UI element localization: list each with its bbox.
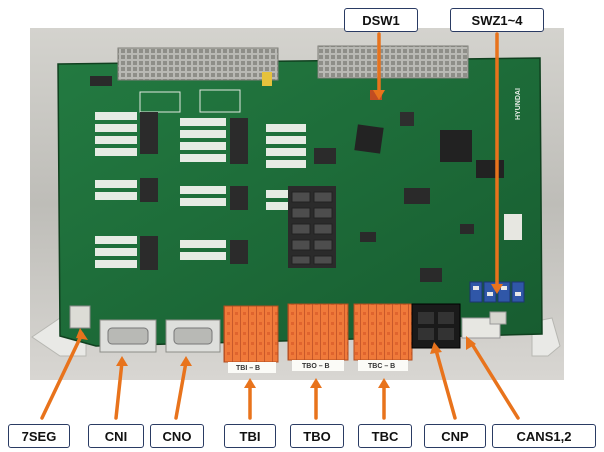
callout-cans1-2: CANS1,2 — [492, 424, 596, 448]
callout-tbi: TBI — [224, 424, 276, 448]
tbc-board-label: TBC – B — [368, 363, 395, 370]
callout-swz1-4: SWZ1~4 — [450, 8, 544, 32]
callout-cni: CNI — [88, 424, 144, 448]
callout-cno: CNO — [150, 424, 204, 448]
callout-7seg: 7SEG — [8, 424, 70, 448]
callout-tbo: TBO — [290, 424, 344, 448]
callout-cnp: CNP — [424, 424, 486, 448]
board-brand: HYUNDAI — [515, 88, 522, 120]
tbi-board-label: TBI – B — [236, 365, 260, 372]
tbo-board-label: TBO – B — [302, 363, 330, 370]
callout-dsw1: DSW1 — [344, 8, 418, 32]
callout-tbc: TBC — [358, 424, 412, 448]
